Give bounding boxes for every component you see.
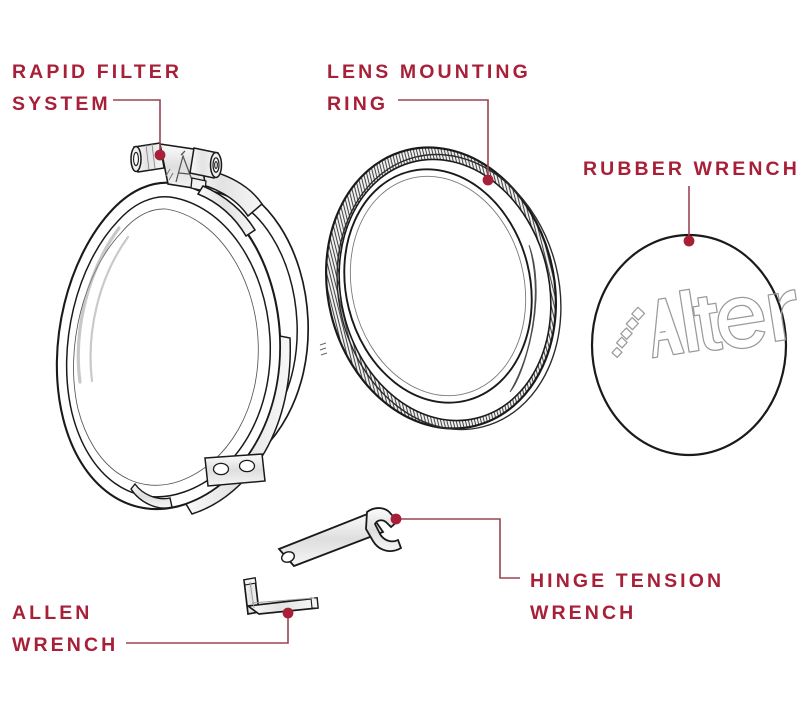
allen-wrench-hex-tip-2 — [310, 597, 319, 609]
leader-hinge-tension-wrench — [399, 518, 520, 579]
marker-dots-group — [154, 149, 695, 619]
callout-allen-wrench-line2: WRENCH — [12, 634, 118, 656]
part-hinge-tension-wrench — [277, 507, 403, 568]
allen-wrench-hex-tip — [243, 577, 257, 586]
clamp-engraving-marks — [319, 342, 328, 356]
callout-allen-wrench-line1: ALLEN — [12, 602, 93, 624]
marker-hinge-tension-wrench — [390, 513, 402, 525]
clamp-front-band — [55, 181, 282, 510]
callout-lens-mounting-ring-line1: LENS MOUNTING — [327, 61, 531, 83]
callout-hinge-tension-wrench-line1: HINGE TENSION — [530, 570, 724, 592]
rubber-wrench-body — [590, 233, 788, 457]
ring-aperture-inner-line — [349, 175, 527, 397]
hinge-arm — [196, 185, 257, 238]
marker-rapid-filter-system — [154, 149, 166, 161]
hinge-plate-dashes — [165, 168, 174, 181]
marker-lens-mounting-ring — [482, 174, 494, 186]
callout-lens-mounting-ring-line2: RING — [327, 93, 388, 115]
alter-wordmark-logo — [611, 288, 797, 359]
callout-rubber-wrench-line1: RUBBER WRENCH — [583, 158, 800, 180]
callout-rapid-filter-system-line1: RAPID FILTER — [12, 61, 182, 83]
part-rubber-wrench — [590, 233, 797, 457]
callout-rapid-filter-system-line2: SYSTEM — [12, 93, 111, 115]
leader-lens-mounting-ring — [398, 99, 489, 177]
leader-lines-group — [113, 99, 690, 644]
leader-rapid-filter-system — [113, 99, 161, 152]
part-lens-mounting-ring — [325, 146, 562, 431]
part-allen-wrench — [243, 577, 319, 615]
clamp-inner-highlight — [76, 226, 121, 384]
leader-allen-wrench — [126, 616, 289, 644]
hinge-wrench-eye — [280, 551, 296, 563]
marker-allen-wrench — [282, 607, 294, 619]
clamp-bottom-flange — [204, 453, 266, 487]
clamp-foot-tab — [130, 482, 173, 509]
clamp-inner-highlight-2 — [89, 235, 130, 383]
callout-hinge-tension-wrench-line2: WRENCH — [530, 602, 636, 624]
marker-rubber-wrench — [683, 235, 695, 247]
alter-a-logo-icon — [175, 150, 193, 183]
ring-depth-edge — [336, 153, 562, 431]
clamp-hinge-assembly — [130, 142, 257, 238]
ring-thickness-shade — [509, 244, 537, 393]
part-rapid-filter-system — [55, 142, 328, 515]
callout-labels-group: RAPID FILTER SYSTEM LENS MOUNTING RING R… — [12, 61, 800, 656]
